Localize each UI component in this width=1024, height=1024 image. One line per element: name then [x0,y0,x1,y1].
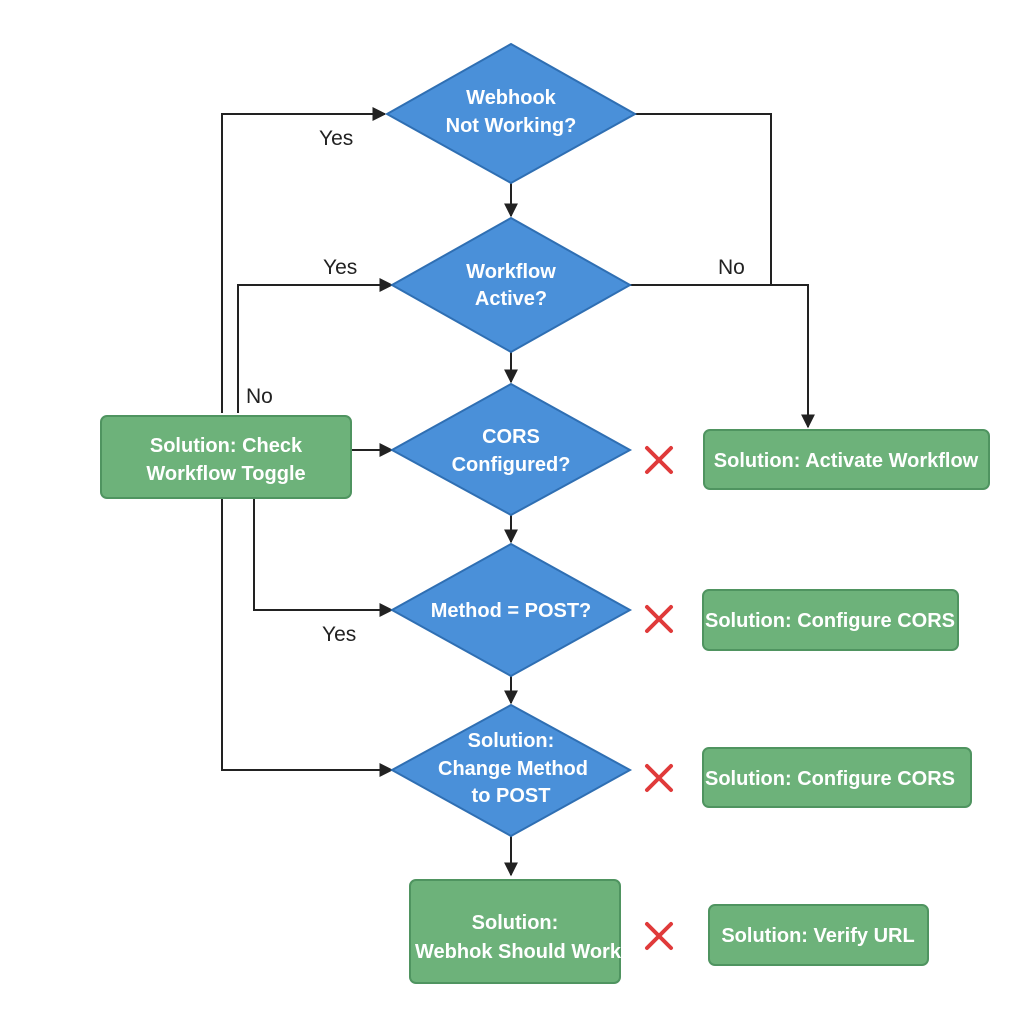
decision-label-line: Workflow [466,261,556,283]
solution-label-line: Webhok Should Work [415,941,622,963]
edge-toggle-to-d4 [253,498,394,617]
decision-label-line: Active? [475,288,547,310]
decision-label-line: CORS [482,426,540,448]
solution-label-line: Solution: Check [150,435,303,457]
solution-configure-cors-2: Solution: Configure CORS [702,747,972,808]
edge-toggle-to-d5 [221,498,394,777]
decision-change-method: Solution: Change Method to POST [389,703,633,838]
edge-d1-right [635,113,772,285]
x-mark-icon [645,764,673,792]
edge-label-yes: Yes [322,623,356,646]
decision-label-line: Change Method [438,758,588,780]
decision-webhook-not-working: Webhook Not Working? [384,42,638,185]
solution-should-work: Solution: Webhok Should Work [409,879,622,984]
solution-activate-workflow: Solution: Activate Workflow [703,429,990,490]
solution-verify-url: Solution: Verify URL [708,904,929,966]
decision-method-post: Method = POST? [389,542,633,678]
decision-cors-configured: CORS Configured? [389,382,633,517]
edge-loop-to-d1 [221,107,387,413]
solution-label-line: Workflow Toggle [146,463,305,485]
decision-label-line: to POST [472,785,551,807]
solution-label-line: Solution: Configure CORS [705,768,955,790]
solution-label-line: Solution: Activate Workflow [714,450,979,472]
x-mark-icon [645,605,673,633]
solution-label-line: Solution: [472,912,559,934]
solution-configure-cors-1: Solution: Configure CORS [702,589,959,651]
solution-label-line: Solution: Verify URL [721,925,914,947]
decision-label-line: Solution: [468,730,555,752]
solution-check-workflow-toggle: Solution: Check Workflow Toggle [100,415,352,499]
x-mark-icon [645,922,673,950]
x-mark-icon [645,446,673,474]
decision-workflow-active: Workflow Active? [389,216,633,354]
decision-label-line: Webhook [466,87,557,109]
solution-label-line: Solution: Configure CORS [705,610,955,632]
edge-label-no: No [718,256,745,279]
decision-label-line: Configured? [452,454,571,476]
edge-label-no: No [246,385,273,408]
edge-d2-to-activate [630,284,815,429]
decision-label-line: Not Working? [446,115,577,137]
connectors [221,107,815,877]
edge-label-yes: Yes [319,127,353,150]
decision-label-line: Method = POST? [431,600,592,622]
edge-d2-yes-no-loop [237,278,394,413]
edge-label-yes: Yes [323,256,357,279]
